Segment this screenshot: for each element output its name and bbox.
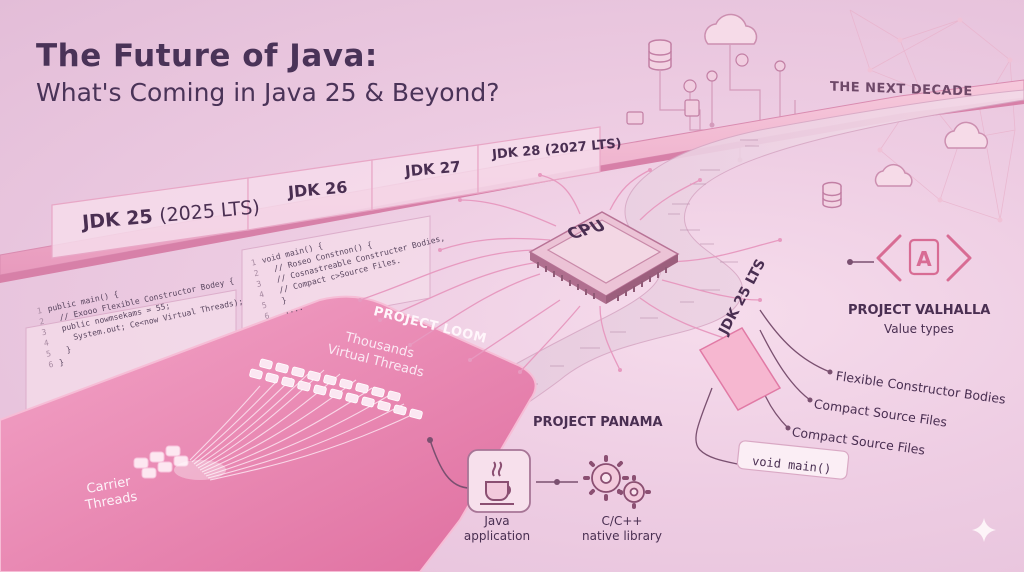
panama-title: PROJECT PANAMA	[533, 415, 663, 430]
cloud-icon	[874, 163, 913, 187]
database-icon	[822, 181, 842, 209]
database-icon	[648, 39, 672, 71]
valhalla-icon-letter: A	[916, 247, 932, 271]
java-label-2: application	[463, 529, 531, 543]
cloud-icon	[704, 13, 758, 45]
valhalla-icon	[876, 234, 972, 282]
gears-icon	[591, 463, 645, 503]
jdk-card	[51, 126, 601, 259]
java-label-1: Java	[484, 514, 510, 528]
java-app-label: Java application	[462, 514, 532, 544]
code-road	[289, 89, 1024, 572]
cloud-icon	[944, 121, 989, 149]
virtual-thread-icon	[249, 358, 423, 420]
jdk25-lts-tag	[698, 327, 782, 411]
carrier-thread-icon	[133, 445, 189, 479]
void-main-card	[736, 440, 850, 480]
valhalla-title: PROJECT VALHALLA	[848, 303, 991, 318]
loom-panel	[0, 295, 537, 572]
native-library-label: C/C++ native library	[576, 514, 668, 544]
title-line-2: What's Coming in Java 25 & Beyond?	[36, 78, 500, 107]
native-label-2: native library	[582, 529, 662, 543]
native-label-1: C/C++	[601, 514, 643, 528]
java-connector	[429, 439, 471, 489]
sparkle-icon	[972, 518, 996, 542]
title-line-1: The Future of Java:	[36, 38, 378, 74]
cpu-traces	[359, 169, 781, 373]
valhalla-subtitle: Value types	[884, 322, 954, 336]
java-cup-icon	[480, 461, 514, 505]
